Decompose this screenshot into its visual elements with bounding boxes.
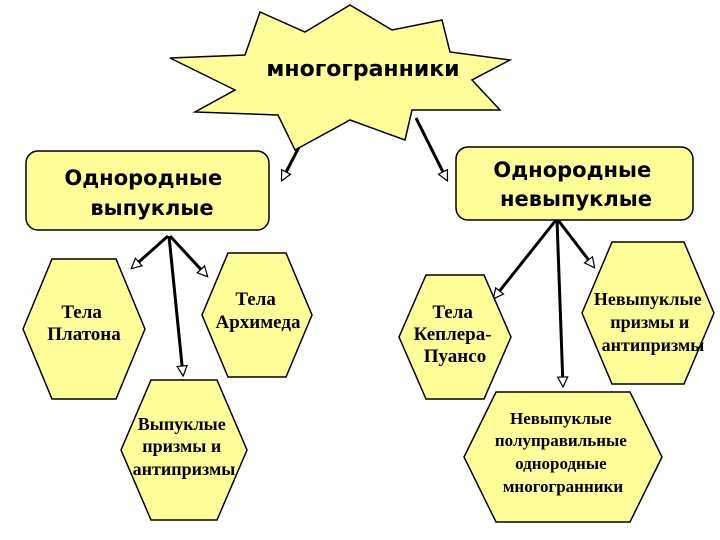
convex-prisms-label: Выпуклые призмы и антипризмы: [133, 414, 236, 479]
platonic-hexagon: [22, 258, 146, 400]
arrow-nonconvex-to-uniform: [555, 219, 563, 386]
root-starburst: [169, 4, 513, 152]
arrow-convex-to-convex-prisms: [167, 235, 183, 375]
convex-prisms-hexagon: [120, 379, 248, 521]
convex-category-label: Однородные выпуклые: [64, 166, 229, 220]
platonic-label: Тела Платона: [47, 302, 121, 345]
arrow-root-to-nonconvex: [414, 117, 449, 180]
kepler-poinsot-hexagon: [398, 274, 512, 400]
archimedean-label: Тела Архимеда: [216, 289, 301, 333]
arrow-convex-to-archimedean: [168, 234, 207, 276]
kepler-poinsot-label: Тела Кеплера- Пуансо: [414, 302, 497, 367]
nonconvex-prisms-hexagon: [581, 241, 715, 385]
archimedean-hexagon: [201, 252, 313, 378]
nonconvex-prisms-label: Невыпуклые призмы и антипризмы: [594, 289, 706, 355]
nonconvex-uniform-label: Невыпуклые полуправильные однородные мно…: [495, 409, 631, 496]
nonconvex-category-label: Однородные невыпуклые: [493, 158, 658, 211]
nonconvex-uniform-hexagon: [463, 391, 663, 523]
nonconvex-category-box: [455, 146, 694, 221]
arrow-nonconvex-to-nonconvex-prisms: [556, 219, 594, 267]
arrow-convex-to-platonic: [132, 234, 169, 268]
root-label: многогранники: [266, 57, 459, 82]
convex-category-box: [25, 150, 270, 231]
arrow-nonconvex-to-kepler: [494, 219, 558, 298]
